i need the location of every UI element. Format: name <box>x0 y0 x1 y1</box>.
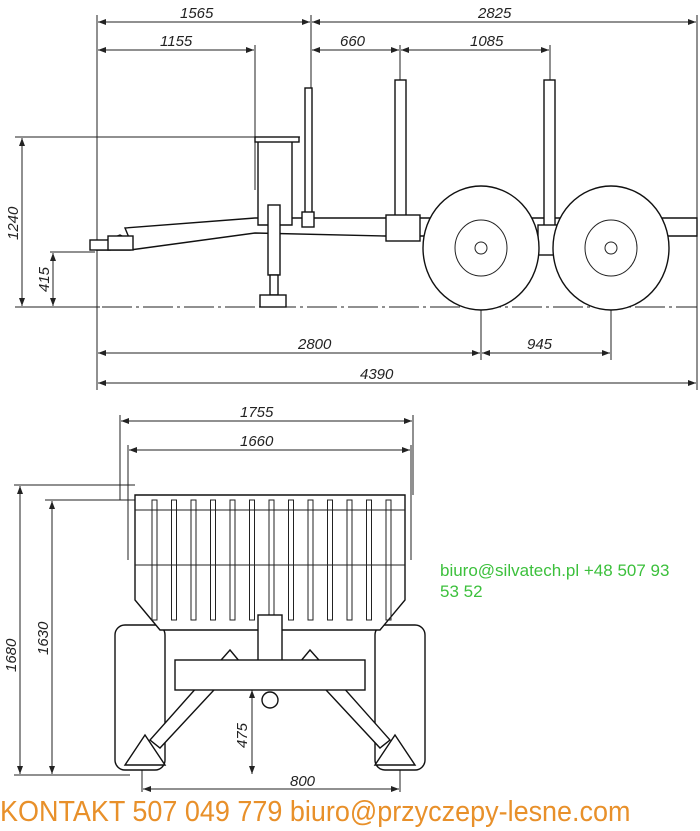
dim-475: 475 <box>234 722 251 748</box>
frame-bar <box>171 499 177 621</box>
frame-bar <box>307 499 314 621</box>
frame-bar <box>249 499 255 621</box>
frame-bar <box>151 499 158 621</box>
dim-2800: 2800 <box>297 336 332 353</box>
front-view-dimensions: 1755 1660 1680 1630 475 800 <box>3 404 414 792</box>
frame-bar <box>327 499 333 621</box>
front-view-trailer <box>114 494 426 771</box>
dim-4390: 4390 <box>360 366 394 383</box>
frame-bar <box>190 499 197 621</box>
dim-800: 800 <box>290 773 316 790</box>
dim-415: 415 <box>36 266 53 292</box>
dim-945: 945 <box>527 336 553 353</box>
dim-1680: 1680 <box>3 638 20 672</box>
dim-1755: 1755 <box>240 404 274 421</box>
dim-1085: 1085 <box>470 33 504 50</box>
side-view-trailer <box>20 79 698 311</box>
dim-660: 660 <box>340 33 366 50</box>
frame-bar <box>385 499 392 621</box>
dim-1660: 1660 <box>240 433 274 450</box>
contact-banner: KONTAKT 507 049 779 biuro@przyczepy-lesn… <box>0 796 631 828</box>
frame-bar <box>210 499 216 621</box>
frame-bar <box>366 499 372 621</box>
frame-bar <box>229 499 236 621</box>
frame-bar <box>288 499 294 621</box>
dim-2825: 2825 <box>477 5 512 22</box>
frame-bar <box>346 499 353 621</box>
contact-overlay: biuro@silvatech.pl +48 507 93 53 52 <box>440 561 670 601</box>
side-view-dimensions: 1565 2825 1155 660 1085 1240 415 2800 94… <box>5 5 698 390</box>
dim-1240: 1240 <box>5 206 22 240</box>
dim-1565: 1565 <box>180 5 214 22</box>
dim-1630: 1630 <box>35 621 52 655</box>
dim-1155: 1155 <box>160 33 193 50</box>
